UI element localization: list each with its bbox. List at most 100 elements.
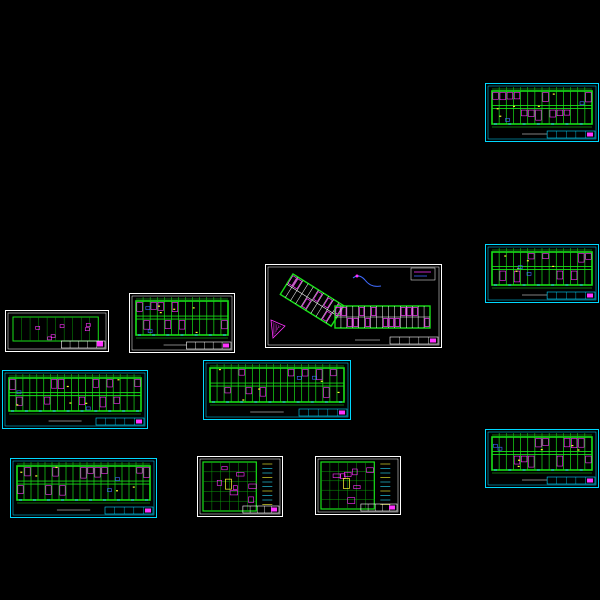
sheet-long-plan-left[interactable] bbox=[2, 370, 148, 429]
title-block-mark bbox=[339, 410, 345, 415]
title-block bbox=[360, 503, 398, 512]
sheet-angled-site-plan[interactable] bbox=[265, 264, 442, 348]
title-block-mark bbox=[223, 343, 229, 348]
room-outline bbox=[80, 467, 87, 479]
room-outline bbox=[521, 109, 528, 117]
room-tag bbox=[132, 486, 135, 488]
room-outline bbox=[136, 467, 143, 474]
room-outline bbox=[323, 297, 333, 309]
room-outline bbox=[542, 438, 549, 446]
title-block bbox=[95, 417, 145, 426]
room-outline bbox=[233, 485, 238, 490]
room-outline bbox=[106, 379, 113, 388]
sheet-inner-border bbox=[267, 266, 440, 346]
sheet-plan-center-left[interactable] bbox=[129, 293, 235, 353]
hatch-line bbox=[275, 323, 278, 333]
stair-symbol bbox=[296, 376, 302, 380]
stair-symbol bbox=[517, 265, 523, 269]
room-tag bbox=[242, 399, 245, 401]
sheet-border bbox=[197, 456, 283, 517]
floor-plan-drawing bbox=[203, 360, 351, 420]
room-outline bbox=[52, 467, 59, 477]
sheet-border bbox=[315, 456, 401, 515]
sheet-unit-plan-b[interactable] bbox=[315, 456, 401, 515]
room-tag bbox=[540, 449, 543, 451]
room-tag bbox=[337, 391, 340, 394]
room-outline bbox=[59, 485, 66, 496]
room-tag bbox=[515, 270, 518, 272]
sheet-inner-border bbox=[4, 372, 146, 427]
sheet-inner-border bbox=[487, 85, 597, 140]
room-outline bbox=[400, 307, 406, 316]
sheet-border bbox=[265, 264, 442, 348]
stair-symbol bbox=[526, 272, 532, 276]
room-tag bbox=[218, 369, 221, 371]
room-outline bbox=[549, 109, 556, 118]
sheet-inner-border bbox=[317, 458, 399, 513]
outer-wall bbox=[209, 367, 345, 403]
room-outline bbox=[528, 455, 535, 468]
title-block bbox=[546, 291, 596, 300]
room-outline bbox=[347, 318, 353, 327]
stair-symbol bbox=[147, 329, 153, 333]
stair-symbol bbox=[85, 406, 91, 411]
room-tag bbox=[517, 465, 520, 468]
room-outline bbox=[99, 396, 106, 408]
floor-plan-drawing bbox=[485, 244, 599, 303]
title-block bbox=[298, 408, 348, 417]
room-outline bbox=[84, 327, 90, 332]
room-outline bbox=[316, 369, 323, 381]
room-outline bbox=[528, 109, 535, 117]
title-block-mark bbox=[389, 505, 395, 510]
sheet-border bbox=[203, 360, 351, 420]
room-tag bbox=[66, 385, 69, 388]
room-outline bbox=[229, 490, 238, 496]
room-outline bbox=[321, 310, 332, 322]
floor-plan-drawing bbox=[129, 293, 235, 353]
room-outline bbox=[578, 438, 585, 448]
room-outline bbox=[238, 369, 245, 376]
stair-core bbox=[225, 478, 232, 490]
room-outline bbox=[259, 387, 266, 397]
sheet-border bbox=[485, 83, 599, 142]
title-block bbox=[546, 130, 596, 139]
title-block-mark bbox=[430, 338, 436, 343]
room-outline bbox=[245, 387, 252, 395]
sheet-unit-plan-a[interactable] bbox=[197, 456, 283, 517]
room-outline bbox=[143, 320, 150, 330]
room-outline bbox=[578, 253, 585, 263]
room-outline bbox=[248, 483, 257, 489]
sheet-floor-plan-bottom-right[interactable] bbox=[485, 429, 599, 488]
sheet-border bbox=[485, 429, 599, 488]
angled-plan-drawing bbox=[265, 264, 442, 348]
room-outline bbox=[78, 396, 85, 406]
title-block-mark bbox=[587, 132, 593, 137]
stair-symbol bbox=[497, 446, 503, 451]
room-outline bbox=[9, 379, 16, 390]
sheet-border bbox=[5, 310, 109, 352]
title-block-mark bbox=[271, 507, 277, 512]
room-outline bbox=[344, 471, 352, 477]
room-outline bbox=[521, 455, 528, 463]
sheet-inner-border bbox=[487, 431, 597, 486]
room-tag bbox=[35, 475, 38, 477]
sheet-small-plan-left[interactable] bbox=[5, 310, 109, 352]
room-outline bbox=[16, 396, 23, 406]
room-outline bbox=[51, 379, 58, 389]
room-tag bbox=[499, 115, 502, 117]
sheet-border bbox=[2, 370, 148, 429]
sheet-long-plan-center[interactable] bbox=[203, 360, 351, 420]
room-outline bbox=[171, 302, 178, 312]
room-outline bbox=[492, 92, 499, 100]
sheet-floor-plan-mid-right[interactable] bbox=[485, 244, 599, 303]
room-outline bbox=[535, 109, 542, 121]
room-outline bbox=[302, 369, 309, 377]
sheet-floor-plan-top-right[interactable] bbox=[485, 83, 599, 142]
outer-wall bbox=[135, 300, 229, 336]
title-block-mark bbox=[136, 419, 142, 424]
hatch-line bbox=[276, 324, 280, 331]
sheet-long-plan-bottom-left[interactable] bbox=[10, 458, 157, 518]
room-outline bbox=[347, 497, 356, 504]
unit-plan-drawing bbox=[197, 456, 283, 517]
